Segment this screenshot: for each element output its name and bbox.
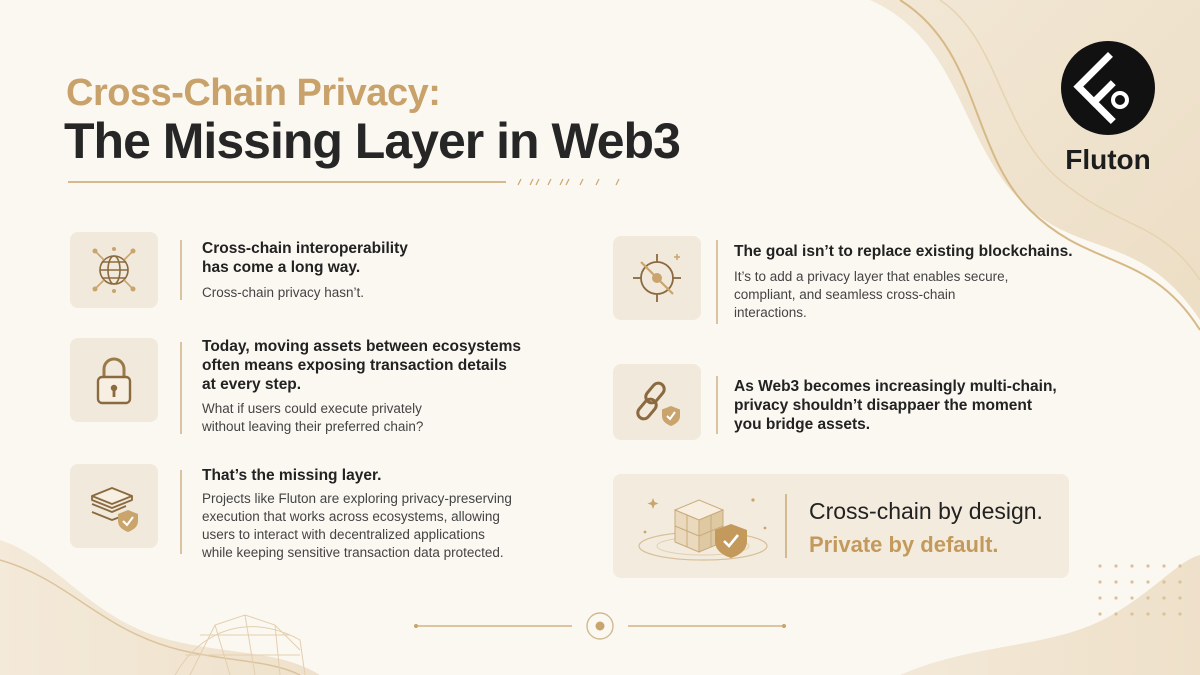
padlock-icon — [96, 357, 132, 405]
left-item-3-divider — [180, 470, 182, 554]
right-item-1-heading: The goal isn’t to replace existing block… — [734, 243, 1073, 260]
globe-icon — [92, 247, 136, 293]
bottom-ornament — [414, 612, 786, 640]
target-icon — [633, 254, 681, 302]
chain-link-shield-icon — [636, 381, 680, 426]
title-underline — [68, 178, 620, 186]
layers-shield-icon — [91, 487, 138, 532]
tagline-line-2: Private by default. — [809, 532, 999, 557]
right-item-2-divider — [716, 376, 718, 434]
left-item-3-heading: That’s the missing layer. — [202, 467, 382, 484]
left-item-2-tile — [70, 338, 158, 422]
left-item-2-body: What if users could execute privately wi… — [202, 401, 424, 434]
right-item-2-heading: As Web3 becomes increasingly multi-chain… — [734, 378, 1057, 433]
left-item-2-divider — [180, 342, 182, 434]
right-item-2-tile — [613, 364, 701, 440]
title-line-1: Cross-Chain Privacy: — [66, 72, 441, 114]
right-item-1-tile — [613, 236, 701, 320]
left-item-2-heading: Today, moving assets between ecosystems … — [202, 338, 522, 393]
left-item-1-divider — [180, 240, 182, 300]
left-item-3-tile — [70, 464, 158, 548]
tagline-line-1: Cross-chain by design. — [809, 498, 1043, 524]
title-line-2: The Missing Layer in Web3 — [64, 113, 681, 169]
left-item-1-heading: Cross-chain interoperability has come a … — [202, 240, 408, 276]
left-item-1-body: Cross-chain privacy hasn’t. — [202, 285, 365, 300]
brand-name: Fluton — [1065, 144, 1151, 175]
tagline-card: Cross-chain by design. Private by defaul… — [613, 474, 1069, 578]
left-item-1-tile — [70, 232, 158, 308]
fluton-logo-icon — [1061, 41, 1155, 135]
cube-shield-illustration-icon — [638, 498, 768, 561]
tagline-divider — [785, 494, 787, 558]
left-item-3-body: Projects like Fluton are exploring priva… — [202, 491, 512, 560]
right-item-1-divider — [716, 240, 718, 324]
right-item-1-body: It’s to add a privacy layer that enables… — [734, 269, 1009, 320]
